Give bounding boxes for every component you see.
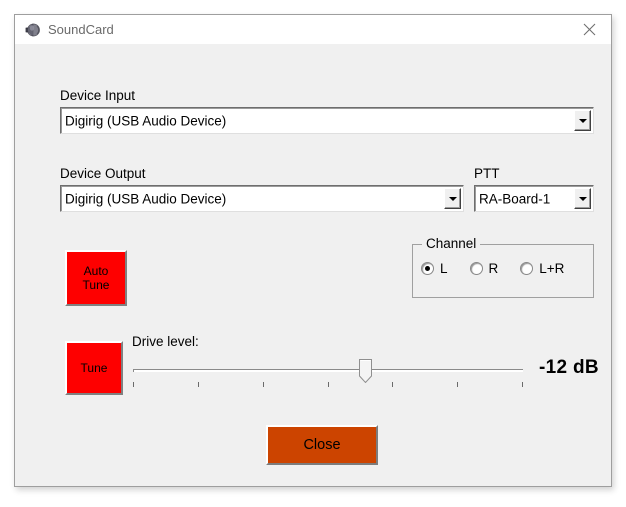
chevron-down-icon <box>448 196 457 201</box>
slider-tick <box>328 382 329 387</box>
slider-thumb[interactable] <box>359 359 372 384</box>
ptt-dropdown-button[interactable] <box>574 188 591 209</box>
tune-label: Tune <box>80 361 108 375</box>
drive-level-value: -12 dB <box>539 357 599 378</box>
channel-option-label: L+R <box>539 261 565 276</box>
drive-level-slider[interactable] <box>133 357 523 391</box>
channel-option-label: R <box>488 261 499 276</box>
device-input-combobox[interactable]: Digirig (USB Audio Device) <box>60 107 594 134</box>
device-output-value: Digirig (USB Audio Device) <box>65 191 227 206</box>
close-icon <box>583 23 595 35</box>
soundcard-window: SoundCard Device Input Digirig (USB Audi… <box>14 14 612 487</box>
ptt-combobox[interactable]: RA-Board-1 <box>474 185 594 212</box>
slider-tick <box>133 382 134 387</box>
device-output-combobox[interactable]: Digirig (USB Audio Device) <box>60 185 464 212</box>
slider-track[interactable] <box>133 369 523 372</box>
channel-radio-l[interactable]: L <box>421 261 448 276</box>
channel-option-label: L <box>440 261 448 276</box>
window-titlebar: SoundCard <box>15 15 611 44</box>
close-button-label: Close <box>303 437 341 453</box>
ptt-value: RA-Board-1 <box>479 191 551 206</box>
auto-tune-button[interactable]: Auto Tune <box>65 250 127 306</box>
device-output-dropdown-button[interactable] <box>444 188 461 209</box>
chevron-down-icon <box>578 118 587 123</box>
channel-groupbox: Channel L R L+R <box>412 236 594 298</box>
speaker-icon <box>24 21 42 39</box>
radio-indicator <box>520 262 534 275</box>
slider-tick <box>522 382 523 387</box>
slider-tick <box>198 382 199 387</box>
slider-tick <box>457 382 458 387</box>
channel-radio-r[interactable]: R <box>469 261 499 276</box>
radio-indicator <box>469 262 483 275</box>
channel-legend: Channel <box>422 236 481 252</box>
tune-button[interactable]: Tune <box>65 341 123 395</box>
channel-radio-group: L R L+R <box>421 261 564 276</box>
device-input-label: Device Input <box>60 88 136 103</box>
close-button[interactable]: Close <box>266 425 378 465</box>
channel-radio-lr[interactable]: L+R <box>520 261 564 276</box>
dialog-client-area: Device Input Digirig (USB Audio Device) … <box>15 44 611 486</box>
slider-ticks <box>133 382 523 388</box>
slider-tick <box>392 382 393 387</box>
radio-indicator <box>421 262 434 275</box>
device-input-value: Digirig (USB Audio Device) <box>65 113 227 128</box>
device-input-dropdown-button[interactable] <box>574 110 591 131</box>
device-output-label: Device Output <box>60 166 146 181</box>
auto-tune-label-line2: Tune <box>82 278 110 292</box>
auto-tune-label-line1: Auto <box>83 264 109 278</box>
chevron-down-icon <box>578 196 587 201</box>
window-title: SoundCard <box>48 22 114 37</box>
slider-tick <box>263 382 264 387</box>
close-icon-button[interactable] <box>567 15 611 43</box>
ptt-label: PTT <box>474 166 500 181</box>
drive-level-label: Drive level: <box>132 334 199 349</box>
